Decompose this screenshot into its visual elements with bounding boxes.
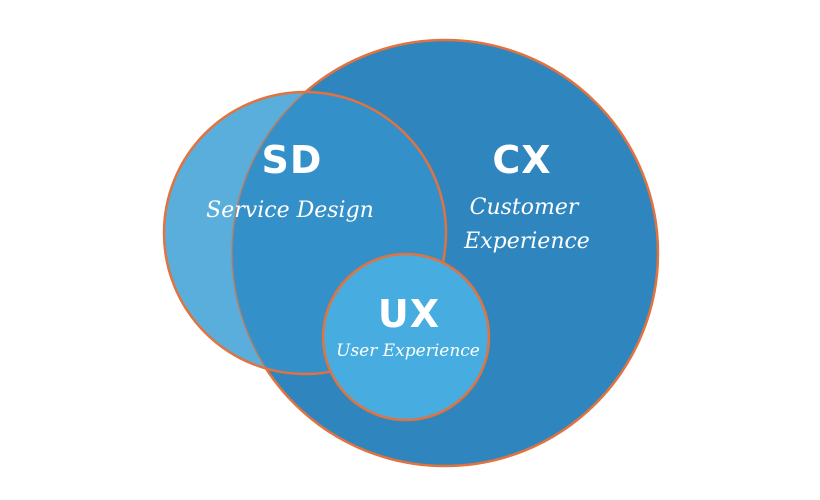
sd-outline <box>162 90 448 376</box>
cx-outline <box>231 39 659 467</box>
sd-full-label: Service Design <box>206 198 374 223</box>
cx-abbr-label: CX <box>492 138 552 182</box>
ux-full-label: User Experience <box>336 341 480 361</box>
cx-full-label-line1: Customer <box>469 195 579 220</box>
cx-full-label-line2: Experience <box>464 229 590 254</box>
ux-abbr-label: UX <box>377 292 441 336</box>
ux-circle <box>321 252 491 422</box>
sd-abbr-label: SD <box>261 138 323 182</box>
